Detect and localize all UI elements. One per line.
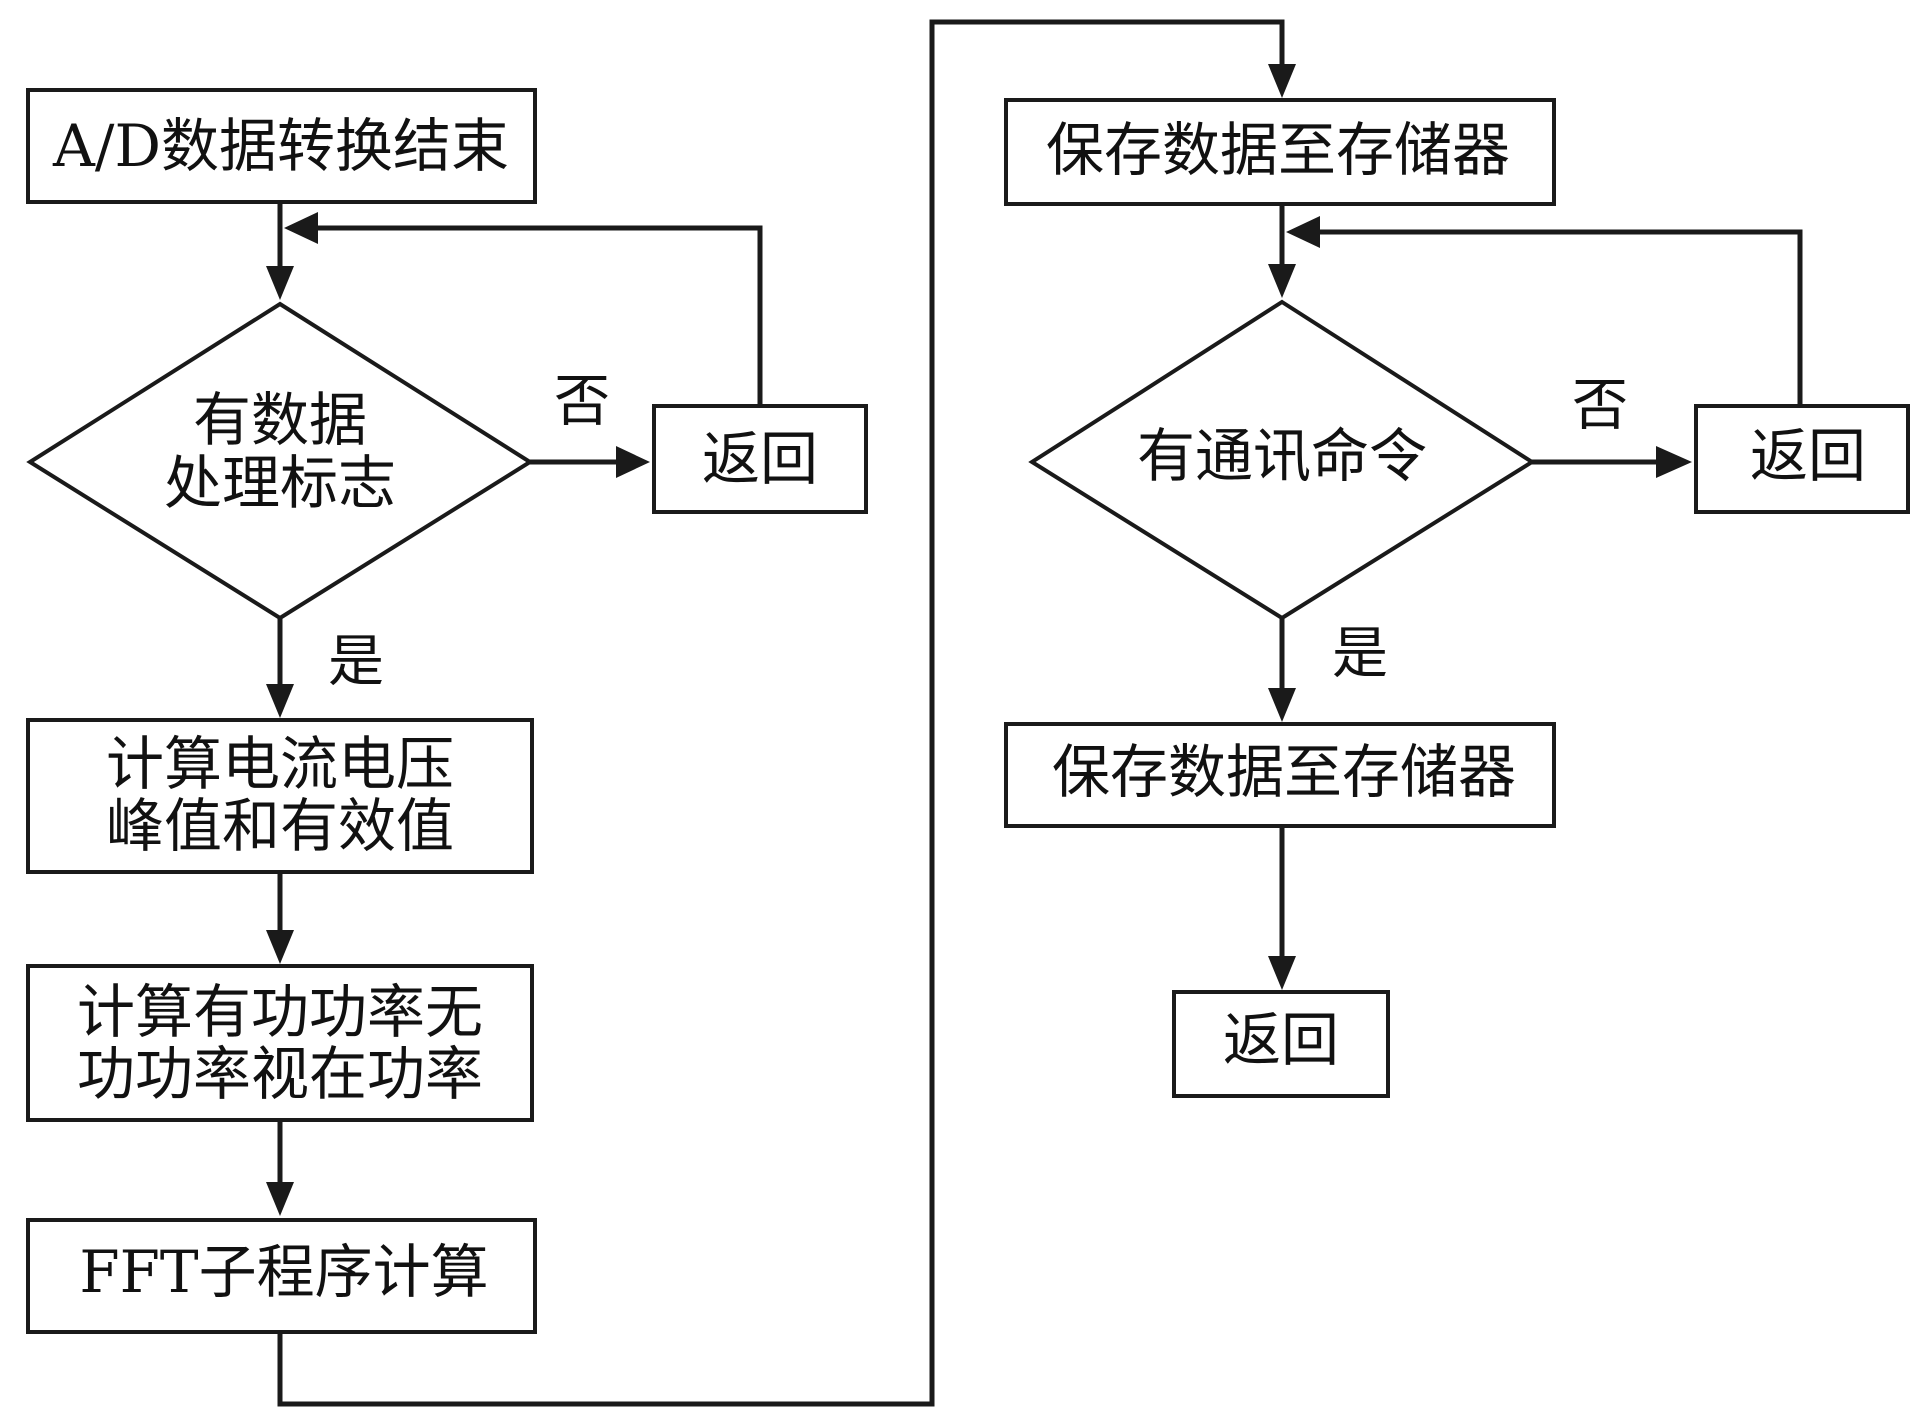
node-cmd-decision-label: 有通讯命令 <box>1137 422 1427 490</box>
edge-return-1-loop <box>284 212 763 406</box>
edge-return-2-loop <box>1286 216 1803 406</box>
edge-cmd-no <box>1532 446 1692 478</box>
node-calc-peak-rms-line-1: 计算电流电压 <box>106 730 454 798</box>
edge-flag-yes <box>266 618 294 718</box>
node-save-to-memory-1: 保存数据至存储器 <box>1004 98 1556 206</box>
node-flag-decision: 有数据 处理标志 <box>26 301 534 621</box>
node-calc-peak-rms-line-2: 峰值和有效值 <box>106 792 454 860</box>
edge-cmd-yes <box>1268 618 1296 722</box>
node-save-to-memory-2: 保存数据至存储器 <box>1004 722 1556 828</box>
node-fft-calc: FFT子程序计算 <box>26 1218 537 1334</box>
edge-flag-no <box>530 446 650 478</box>
edge-label-flag-yes: 是 <box>328 630 384 695</box>
node-return-2: 返回 <box>1694 404 1910 514</box>
edge-label-cmd-no: 否 <box>1572 374 1628 439</box>
node-calc-peak-rms: 计算电流电压 峰值和有效值 <box>26 718 534 874</box>
node-return-3-label: 返回 <box>1223 1006 1339 1074</box>
node-ad-conversion-end: A/D数据转换结束 <box>26 88 537 204</box>
node-save-to-memory-1-label: 保存数据至存储器 <box>1046 116 1510 184</box>
node-return-3: 返回 <box>1172 990 1390 1098</box>
node-flag-decision-line-2: 处理标志 <box>164 449 396 517</box>
edge-label-cmd-yes: 是 <box>1332 622 1388 687</box>
node-return-2-label: 返回 <box>1750 422 1866 490</box>
edge-power-to-fft <box>266 1120 294 1216</box>
node-return-1: 返回 <box>652 404 868 514</box>
edge-label-flag-no: 否 <box>554 370 610 435</box>
node-cmd-decision: 有通讯命令 <box>1028 299 1536 621</box>
node-calc-power-line-1: 计算有功功率无 <box>77 978 483 1046</box>
node-flag-decision-line-1: 有数据 <box>193 386 367 454</box>
node-save-to-memory-2-label: 保存数据至存储器 <box>1052 738 1516 806</box>
node-fft-calc-label: FFT子程序计算 <box>79 1238 488 1306</box>
node-ad-conversion-end-label: A/D数据转换结束 <box>52 112 509 180</box>
edge-save-1-to-cmd-decision <box>1268 204 1296 298</box>
edge-ad-to-flag-decision <box>266 202 294 300</box>
edge-fft-to-save-1 <box>277 19 1296 1407</box>
node-calc-power: 计算有功功率无 功功率视在功率 <box>26 964 534 1122</box>
node-return-1-label: 返回 <box>702 425 818 493</box>
edge-peak-to-power <box>266 872 294 964</box>
node-calc-power-line-2: 功功率视在功率 <box>77 1040 483 1108</box>
edge-save-2-to-return-3 <box>1268 826 1296 990</box>
